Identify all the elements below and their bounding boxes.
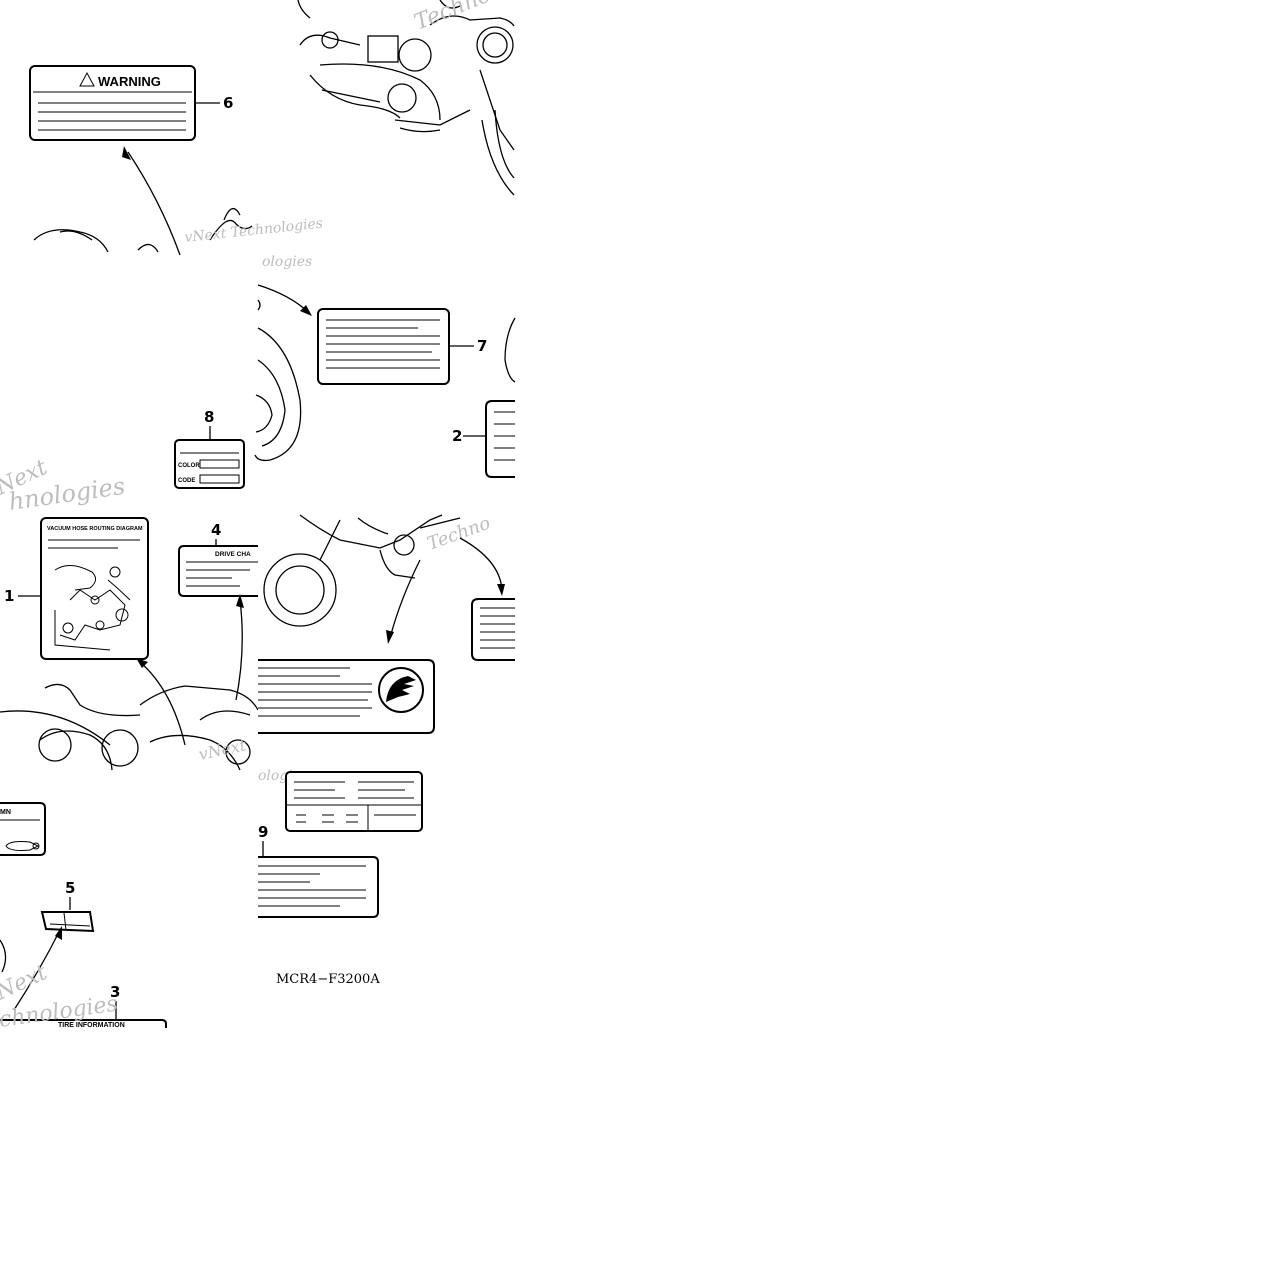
label-9[interactable] [258, 856, 379, 918]
tire-information-label-3[interactable]: TIRE INFORMATION [0, 1019, 167, 1029]
arrow-head [386, 630, 394, 644]
arrow-head [300, 305, 312, 316]
drive-chain-label-4[interactable]: DRIVE CHA [178, 545, 258, 597]
info-label-7[interactable] [317, 308, 450, 385]
chain-label-partial[interactable]: MN [0, 802, 46, 856]
callout-9: 9 [258, 823, 268, 841]
watermark: Techno [411, 0, 494, 36]
callout-2: 2 [452, 427, 462, 445]
callout-6: 6 [223, 94, 233, 112]
warning-title: WARNING [98, 74, 161, 89]
arrow-head [497, 584, 505, 596]
warning-triangle-icon [79, 71, 95, 87]
code-field-label: CODE [178, 478, 195, 484]
tire-title: TIRE INFORMATION [58, 1022, 125, 1029]
watermark: ologies [262, 254, 312, 270]
callout-4: 4 [211, 521, 221, 539]
watermark: vNext Technologies [184, 216, 324, 246]
vacuum-hose-label-1[interactable]: VACUUM HOSE ROUTING DIAGRAM [40, 517, 149, 660]
label-2[interactable] [485, 400, 515, 478]
motorcycle-sketch-side [38, 683, 259, 771]
small-label-5[interactable] [40, 911, 95, 933]
callout-3: 3 [110, 983, 120, 1001]
motorcycle-sketch-rear [33, 208, 253, 253]
warning-label-6[interactable]: WARNING [29, 65, 196, 141]
arrow-head [55, 926, 62, 940]
color-field-label: COLOR [178, 463, 200, 469]
watermark: vNext [197, 735, 248, 764]
arrow-head [136, 658, 148, 668]
chain-label-text: MN [0, 809, 11, 816]
wheel-sketch [254, 299, 516, 462]
label-side-partial[interactable] [471, 598, 515, 661]
diagram-code: MCR4−F3200A [276, 972, 380, 987]
motorcycle-sketch-front [297, 0, 515, 196]
split-label[interactable] [285, 771, 423, 832]
callout-8: 8 [204, 408, 214, 426]
callout-7: 7 [477, 337, 487, 355]
color-code-label-8[interactable]: COLOR CODE [174, 439, 245, 489]
vacuum-title: VACUUM HOSE ROUTING DIAGRAM [47, 526, 143, 532]
arrow-head [122, 146, 131, 160]
callout-5: 5 [65, 879, 75, 897]
motorcycle-sketch-left [263, 514, 461, 627]
drive-title: DRIVE CHA [215, 551, 251, 558]
honda-wing-icon [386, 676, 416, 702]
arrow-head [236, 594, 244, 608]
honda-wing-label[interactable] [258, 659, 435, 734]
callout-1: 1 [4, 587, 14, 605]
watermark: Next [0, 960, 51, 1006]
